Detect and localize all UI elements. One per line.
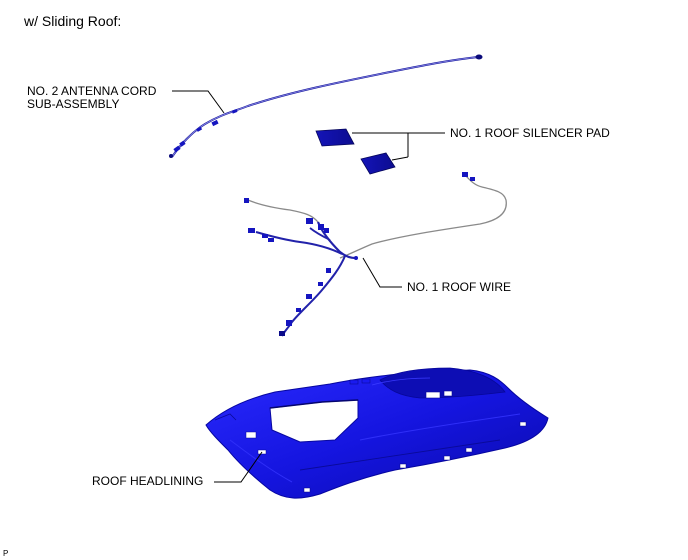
label-antenna-cord-line1: NO. 2 ANTENNA CORD (27, 84, 157, 98)
roof-silencer-pads-part (315, 128, 396, 175)
roof-headlining-part (205, 367, 549, 499)
label-roof-headlining: ROOF HEADLINING (92, 474, 204, 488)
label-antenna-cord: NO. 2 ANTENNA CORD SUB-ASSEMBLY (27, 85, 156, 111)
antenna-cord-part (169, 54, 483, 158)
leader-antenna-cord (172, 90, 225, 114)
label-antenna-cord-line2: SUB-ASSEMBLY (27, 97, 120, 111)
corner-mark: P (3, 549, 9, 558)
roof-wire-part (244, 172, 507, 337)
label-roof-silencer-pad: NO. 1 ROOF SILENCER PAD (450, 126, 610, 140)
page-title: w/ Sliding Roof: (24, 13, 122, 29)
leader-lines (172, 90, 445, 483)
leader-roof-headlining (214, 451, 263, 483)
leader-roof-wire (362, 257, 402, 288)
label-roof-wire: NO. 1 ROOF WIRE (407, 280, 512, 294)
leader-silencer-pad (407, 132, 445, 157)
